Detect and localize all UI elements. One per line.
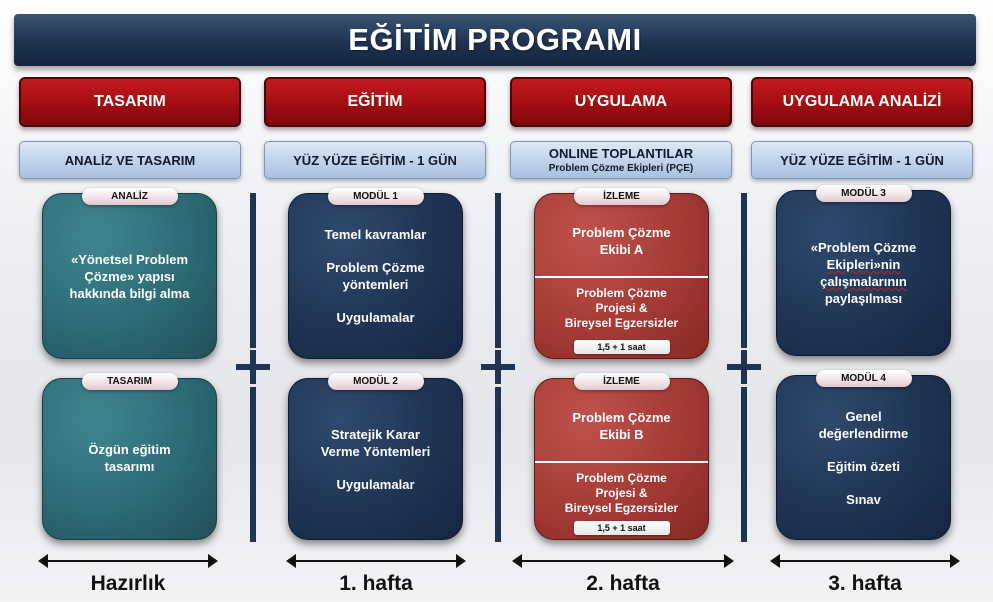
modul4-content: Genel değerlendirme Eğitim özeti Sınav <box>777 376 950 539</box>
izleme-b-tag: İZLEME <box>573 373 670 390</box>
modul3-line: Ekipleri»nin <box>826 257 901 272</box>
column-divider <box>495 193 501 348</box>
column-divider <box>250 193 256 348</box>
modul4-tag: MODÜL 4 <box>815 370 912 387</box>
izleme-a-lower-line: Projesi & <box>595 301 648 315</box>
subheader-online: ONLINE TOPLANTILAR Problem Çözme Ekipler… <box>510 141 732 179</box>
izleme-b-lower-line: Projesi & <box>595 486 648 500</box>
izleme-a-tag: İZLEME <box>573 188 670 205</box>
footer-label-hafta-1: 1. hafta <box>339 572 413 595</box>
phase-header-uygulama-analizi: UYGULAMA ANALİZİ <box>751 77 973 127</box>
modul3-line: «Problem Çözme <box>810 240 917 255</box>
izleme-a-lower-line: Problem Çözme <box>576 286 667 300</box>
duration-arrow <box>286 554 466 568</box>
modul1-item: Temel kavramlar <box>324 227 427 242</box>
column-divider <box>741 193 747 348</box>
tasarim-tag: TASARIM <box>81 373 178 390</box>
plus-icon <box>236 350 270 384</box>
phase-label: UYGULAMA <box>574 93 668 110</box>
modul3-tag: MODÜL 3 <box>815 185 912 202</box>
modul4-box: MODÜL 4 Genel değerlendirme Eğitim özeti… <box>776 370 951 540</box>
subheader-sublabel: Problem Çözme Ekipleri (PÇE) <box>548 163 694 174</box>
duration-arrow <box>38 554 218 568</box>
izleme-a-box: İZLEME Problem Çözme Ekibi A Problem Çöz… <box>534 188 709 359</box>
analiz-tag: ANALİZ <box>81 188 178 205</box>
izleme-a-upper: Problem Çözme Ekibi A <box>535 224 708 258</box>
izleme-b-lower-line: Problem Çözme <box>576 471 667 485</box>
footer-label-hazirlik: Hazırlık <box>90 572 166 595</box>
plus-icon <box>727 350 761 384</box>
subheader-analiz-tasarim: ANALİZ VE TASARIM <box>19 141 241 179</box>
analiz-line: «Yönetsel Problem <box>70 251 189 267</box>
title-bar: EĞİTİM PROGRAMI <box>14 14 976 66</box>
izleme-b-upper-line: Ekibi B <box>599 427 644 442</box>
analiz-box: ANALİZ «Yönetsel Problem Çözme» yapısı h… <box>42 188 217 359</box>
tasarim-box: TASARIM Özgün eğitim tasarımı <box>42 373 217 540</box>
izleme-b-lower-line: Bireysel Egzersizler <box>564 501 679 515</box>
phase-header-egitim: EĞİTİM <box>264 77 486 127</box>
subheader-yuz-yuze-1: YÜZ YÜZE EĞİTİM - 1 GÜN <box>264 141 486 179</box>
izleme-b-upper-line: Problem Çözme <box>572 410 671 425</box>
modul2-item: Stratejik Karar <box>331 426 420 442</box>
footer-label-hafta-3: 3. hafta <box>828 572 902 595</box>
column-divider <box>741 387 747 542</box>
modul4-item: Eğitim özeti <box>827 458 900 474</box>
column-divider <box>250 387 256 542</box>
plus-icon <box>481 350 515 384</box>
izleme-b-lower: Problem Çözme Projesi & Bireysel Egzersi… <box>535 471 708 516</box>
modul2-item: Uygulamalar <box>336 476 415 492</box>
analiz-line: hakkında bilgi alma <box>69 285 190 301</box>
izleme-a-lower: Problem Çözme Projesi & Bireysel Egzersi… <box>535 286 708 331</box>
subheader-yuz-yuze-2: YÜZ YÜZE EĞİTİM - 1 GÜN <box>751 141 973 179</box>
modul3-content: «Problem Çözme Ekipleri»nin çalışmaların… <box>777 191 950 355</box>
modul2-item: Verme Yöntemleri <box>320 443 431 459</box>
phase-label: EĞİTİM <box>347 93 403 110</box>
modul3-line: çalışmalarının <box>820 274 907 289</box>
subheader-label: YÜZ YÜZE EĞİTİM - 1 GÜN <box>293 152 457 168</box>
phase-header-tasarim: TASARIM <box>19 77 241 127</box>
modul1-box: MODÜL 1 Temel kavramlar Problem Çözme yö… <box>288 188 463 359</box>
modul4-item: Sınav <box>846 491 881 507</box>
tasarim-line: tasarımı <box>104 459 155 474</box>
tasarim-line: Özgün eğitim <box>88 442 171 457</box>
subheader-label: ANALİZ VE TASARIM <box>64 152 196 168</box>
phase-label: UYGULAMA ANALİZİ <box>782 93 942 110</box>
modul2-box: MODÜL 2 Stratejik Karar Verme Yöntemleri… <box>288 373 463 540</box>
analiz-line: Çözme» yapısı <box>84 268 175 284</box>
izleme-a-upper-line: Ekibi A <box>599 242 644 257</box>
modul1-item: Uygulamalar <box>336 310 415 325</box>
column-divider <box>495 387 501 542</box>
modul3-line: paylaşılması <box>824 291 903 306</box>
duration-badge: 1,5 + 1 saat <box>573 340 670 354</box>
box-divider <box>535 276 708 278</box>
footer-label-hafta-2: 2. hafta <box>586 572 660 595</box>
page-title: EĞİTİM PROGRAMI <box>348 22 642 57</box>
izleme-a-upper-line: Problem Çözme <box>572 225 671 240</box>
phase-header-uygulama: UYGULAMA <box>510 77 732 127</box>
modul4-item: Genel <box>845 408 882 424</box>
duration-arrow <box>770 554 960 568</box>
modul1-item: yöntemleri <box>342 277 409 292</box>
modul1-item: Problem Çözme <box>326 260 425 275</box>
izleme-b-upper: Problem Çözme Ekibi B <box>535 409 708 443</box>
duration-arrow <box>512 554 734 568</box>
modul1-tag: MODÜL 1 <box>327 188 424 205</box>
modul2-content: Stratejik Karar Verme Yöntemleri Uygulam… <box>289 379 462 539</box>
tasarim-content: Özgün eğitim tasarımı <box>43 379 216 539</box>
duration-badge: 1,5 + 1 saat <box>573 521 670 535</box>
subheader-label: YÜZ YÜZE EĞİTİM - 1 GÜN <box>780 152 944 168</box>
analiz-content: «Yönetsel Problem Çözme» yapısı hakkında… <box>43 194 216 358</box>
modul3-box: MODÜL 3 «Problem Çözme Ekipleri»nin çalı… <box>776 185 951 356</box>
phase-label: TASARIM <box>94 93 166 110</box>
box-divider <box>535 461 708 463</box>
modul1-content: Temel kavramlar Problem Çözme yöntemleri… <box>289 194 462 358</box>
modul2-tag: MODÜL 2 <box>327 373 424 390</box>
izleme-b-box: İZLEME Problem Çözme Ekibi B Problem Çöz… <box>534 373 709 540</box>
izleme-a-lower-line: Bireysel Egzersizler <box>564 316 679 330</box>
modul4-item: değerlendirme <box>818 425 909 441</box>
subheader-label: ONLINE TOPLANTILAR <box>548 146 694 161</box>
